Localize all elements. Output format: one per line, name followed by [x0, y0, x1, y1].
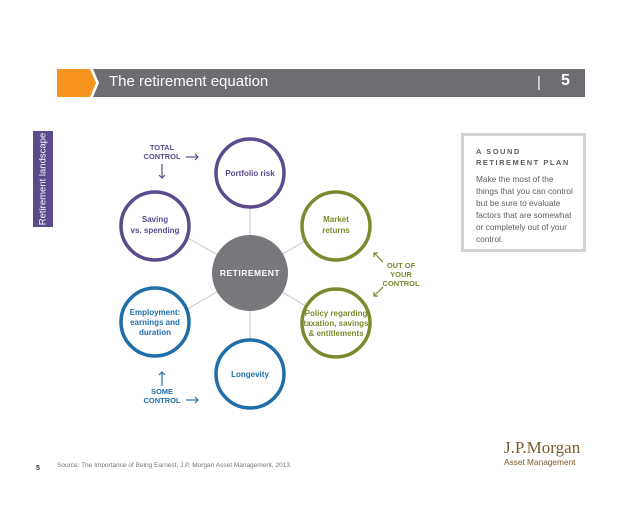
out-control-line1: OUT OF [387, 261, 416, 270]
employment-label-line3: duration [139, 328, 171, 337]
out-control-arrows [373, 252, 384, 297]
longevity-label: Longevity [231, 370, 269, 379]
some-control-arrows [158, 371, 199, 404]
some-control-arrowhead-up [158, 371, 166, 376]
policy-circle [300, 287, 372, 359]
policy-label-line1: Policy regarding [305, 309, 368, 318]
saving-circle [119, 190, 191, 262]
footer-page-number: 5 [36, 465, 40, 472]
policy-label-line2: taxation, savings [304, 319, 369, 328]
out-control-arrowhead-up [373, 252, 378, 257]
employment-circle [119, 286, 191, 358]
out-control-arrow-up [373, 252, 384, 263]
longevity-circle [214, 338, 286, 410]
total-control-line1: TOTAL [150, 143, 175, 152]
total-control-line2: CONTROL [143, 152, 180, 161]
center-circle [212, 235, 288, 311]
total-control-arrowhead-down [158, 174, 166, 179]
policy-label-line3: & entitlements [308, 329, 364, 338]
header-page-number: 5 [561, 72, 570, 89]
source-note: Source: The Importance of Being Earnest,… [57, 462, 292, 469]
total-control-arrows [158, 153, 199, 179]
out-control-line2: YOUR [390, 270, 412, 279]
market-label-line2: returns [322, 226, 350, 235]
saving-label-line1: Saving [142, 215, 168, 224]
market-label-line1: Market [323, 215, 349, 224]
total-control-arrowhead-right [194, 153, 199, 161]
some-control-line1: SOME [151, 387, 173, 396]
header-bar-background [93, 69, 585, 97]
out-control-arrow-down [373, 286, 384, 297]
page-title: The retirement equation [109, 73, 269, 90]
sound-retirement-plan-box: A SOUND RETIREMENT PLAN Make the most of… [461, 133, 586, 252]
side-tab: Retirement landscape [33, 131, 53, 227]
some-control-arrowhead-right [194, 396, 199, 404]
logo-name: J.P.Morgan [504, 438, 581, 457]
header-bar: The retirement equation | 5 [57, 69, 585, 97]
jp-morgan-logo: J.P.Morgan Asset Management [504, 438, 586, 470]
some-control-line2: CONTROL [143, 396, 180, 405]
header-bar-shape [57, 69, 585, 97]
portfolio-risk-circle [214, 137, 286, 209]
retirement-diagram: RETIREMENT Portfolio risk Saving vs. spe… [119, 137, 420, 410]
portfolio-risk-label: Portfolio risk [225, 169, 275, 178]
employment-label-line1: Employment: [130, 308, 181, 317]
out-control-line3: CONTROL [382, 279, 419, 288]
center-label: RETIREMENT [220, 268, 281, 278]
plan-title: A SOUND RETIREMENT PLAN [476, 147, 570, 167]
employment-label-line2: earnings and [130, 318, 180, 327]
plan-body: Make the most of the things that you can… [476, 174, 573, 244]
market-returns-circle [300, 190, 372, 262]
header-divider: | [537, 74, 541, 91]
saving-label-line2: vs. spending [131, 226, 180, 235]
out-control-arrowhead-down [373, 292, 378, 297]
header-accent-chevron [57, 69, 96, 97]
logo-subtitle: Asset Management [504, 457, 576, 467]
